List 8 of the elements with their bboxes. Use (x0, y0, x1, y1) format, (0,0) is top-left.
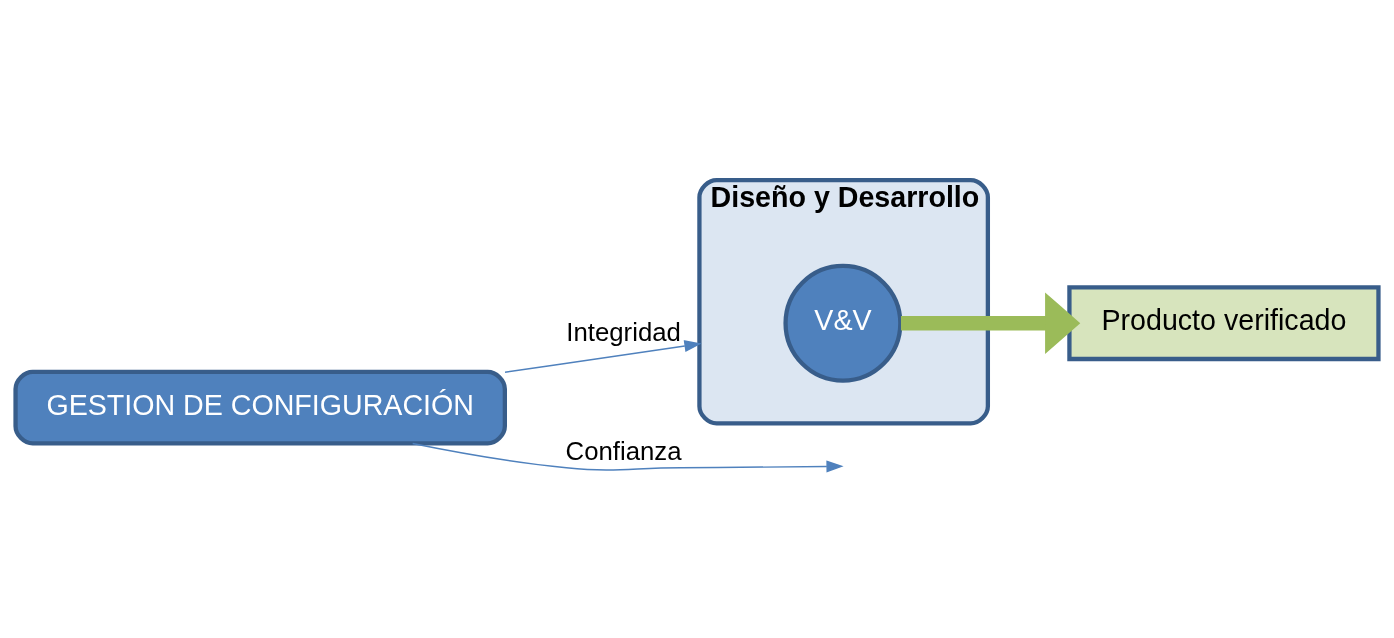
edge-label: Confianza (565, 436, 682, 465)
arrow (411, 442, 844, 472)
node-box: Producto verificado (1067, 284, 1381, 361)
arrow (900, 291, 1081, 354)
edge-label: Integridad (566, 317, 681, 346)
arrow (504, 339, 702, 373)
node-box: GESTION DE CONFIGURACIÓN (13, 369, 507, 446)
node-circle: V&V (783, 263, 903, 383)
